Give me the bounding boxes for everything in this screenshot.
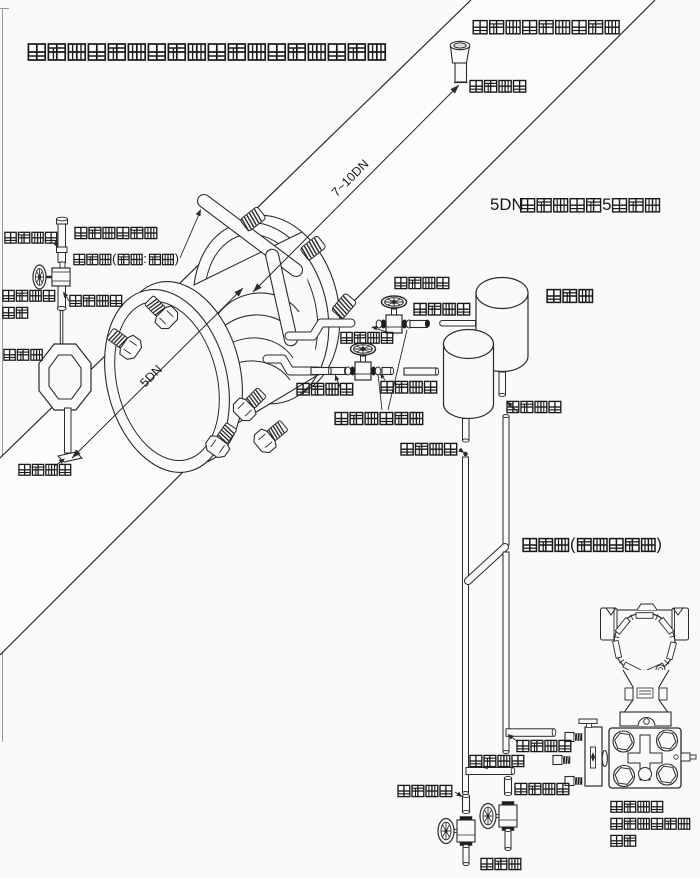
svg-text::: : xyxy=(143,251,147,266)
svg-text:(: ( xyxy=(570,536,576,554)
svg-text:(: ( xyxy=(112,251,117,266)
svg-text:5DN: 5DN xyxy=(490,195,524,214)
svg-text:): ) xyxy=(657,536,662,554)
svg-text:5: 5 xyxy=(602,195,611,214)
svg-text:): ) xyxy=(175,251,179,266)
